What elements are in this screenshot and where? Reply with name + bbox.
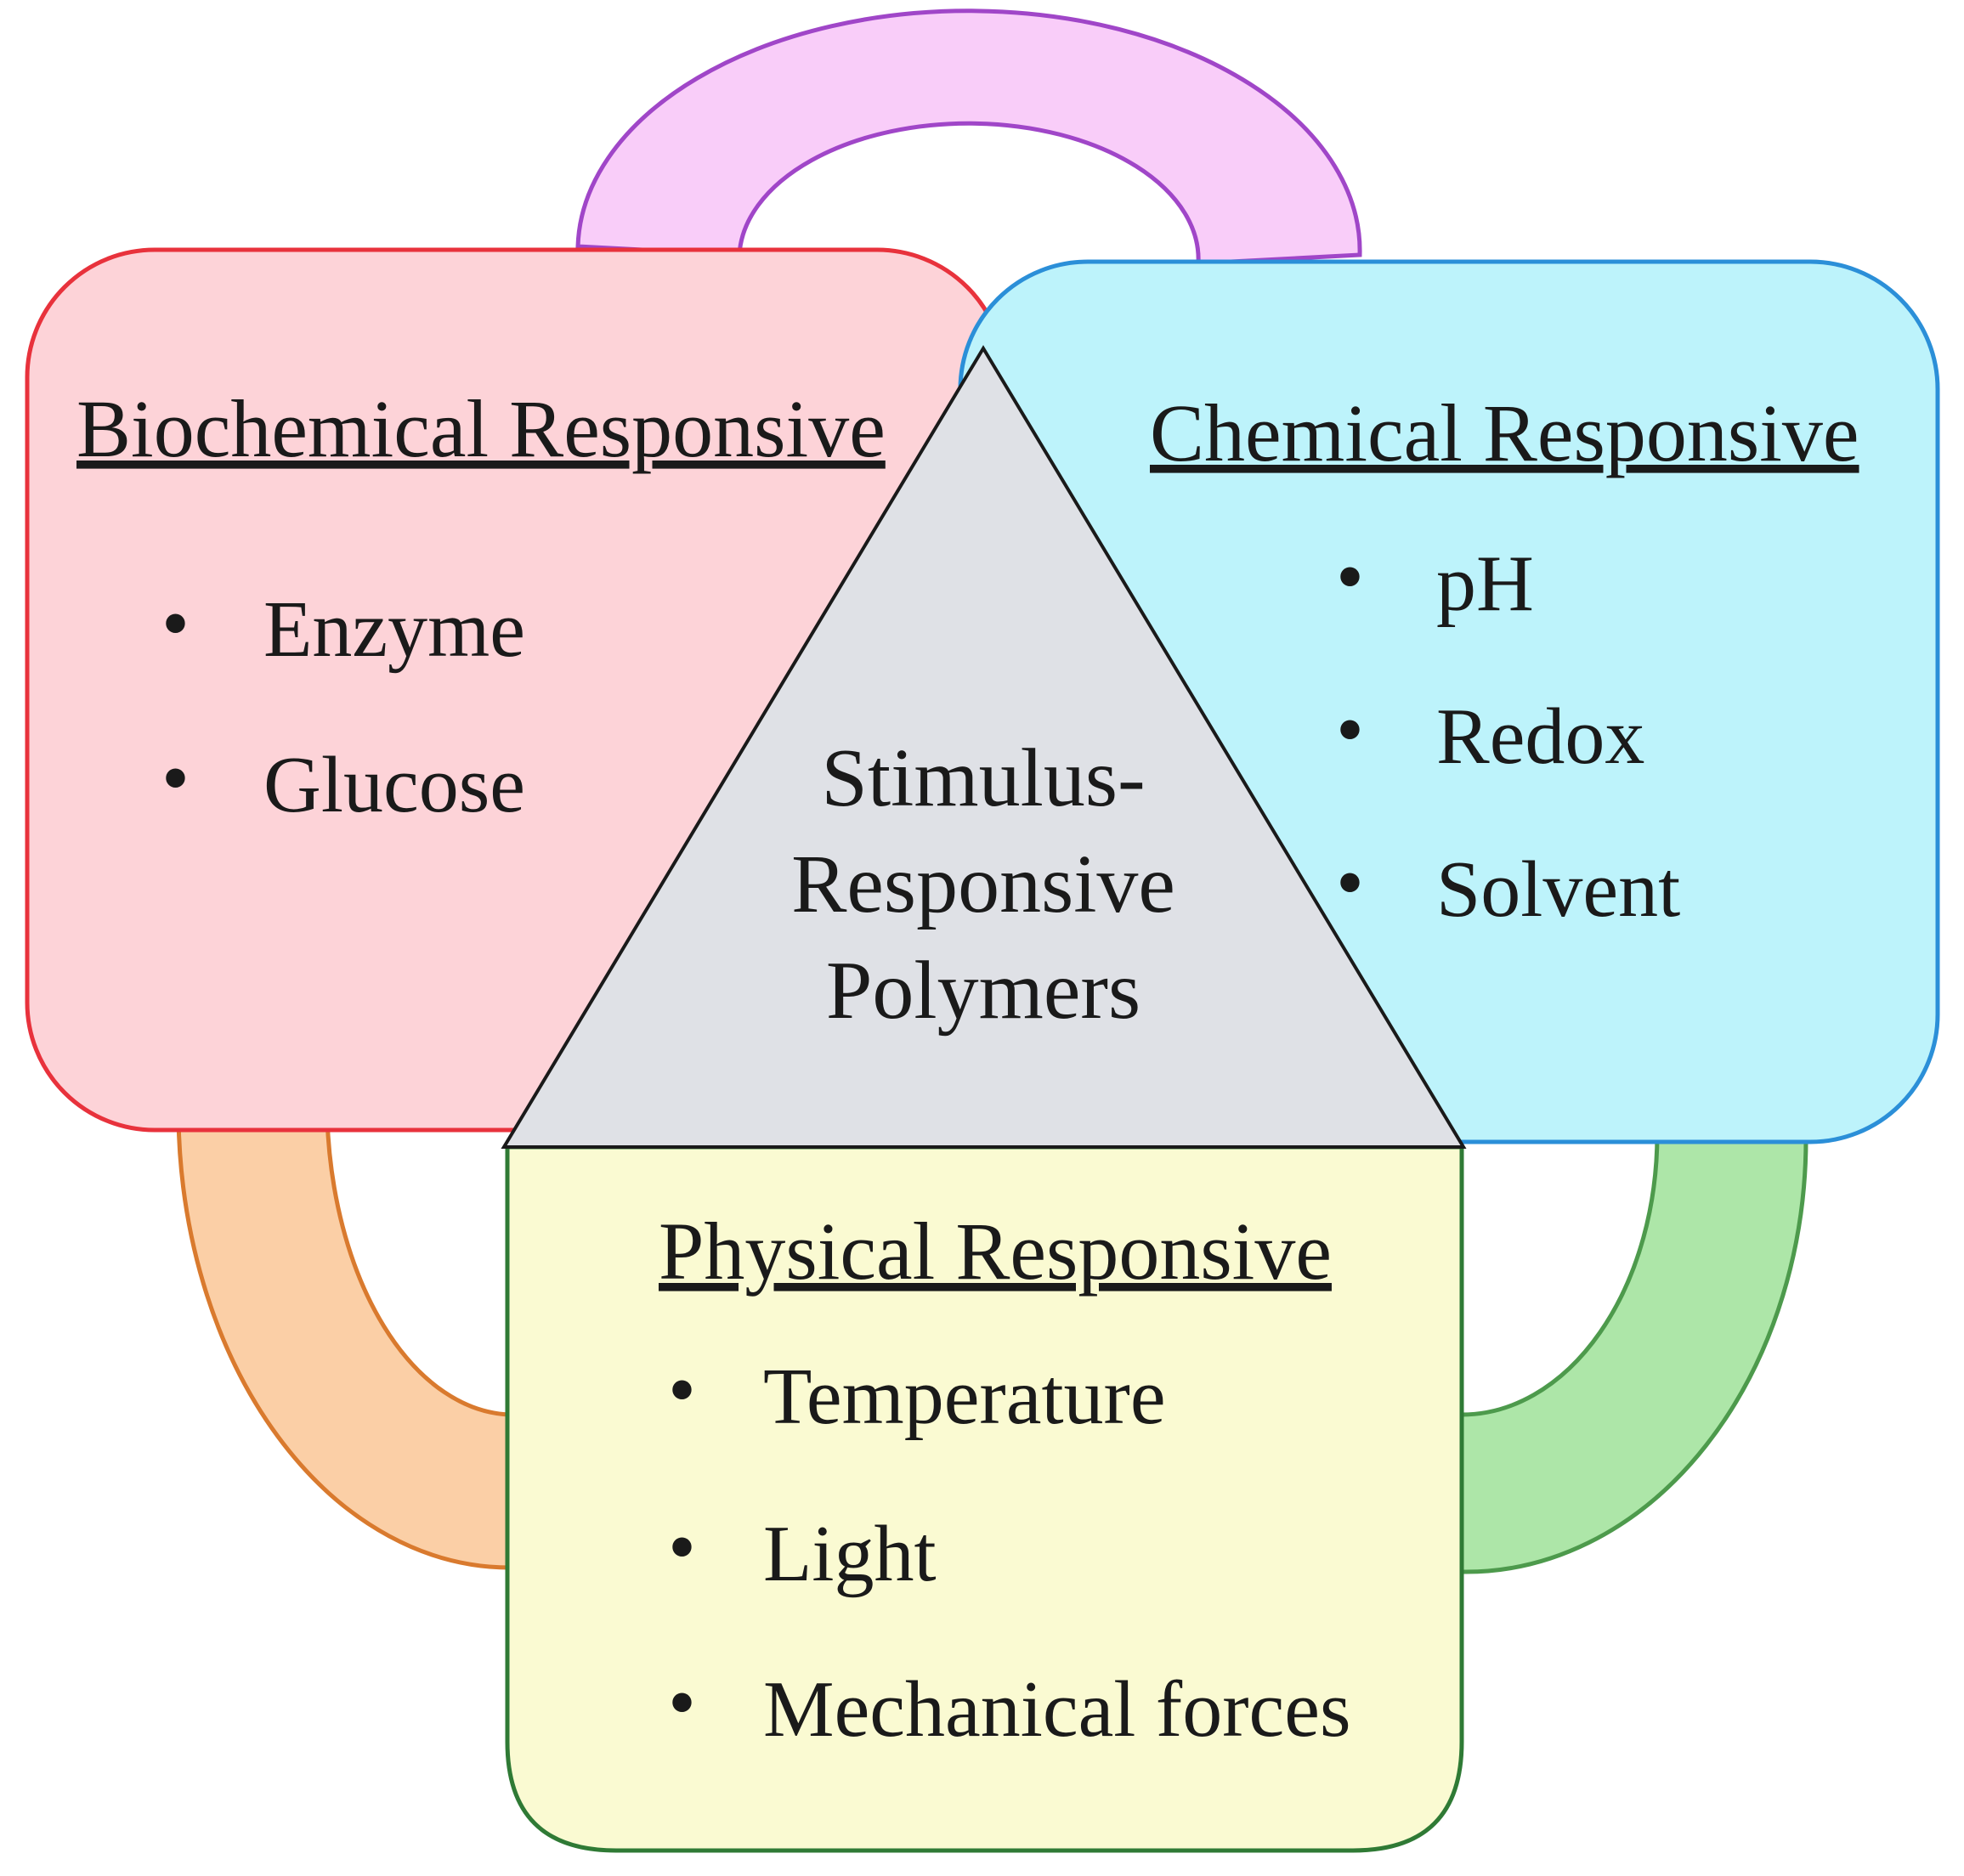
center-title-line3: Polymers: [826, 945, 1140, 1037]
bullet-icon: •: [1336, 686, 1364, 774]
physical-box-bg: [505, 1144, 1464, 1853]
list-item-solvent: Solvent: [1436, 845, 1680, 934]
center-triangle-shape: [501, 345, 1467, 1149]
bullet-icon: •: [1336, 533, 1364, 621]
bullet-icon: •: [161, 579, 190, 668]
bullet-icon: •: [668, 1503, 696, 1591]
list-item-temperature: Temperature: [763, 1353, 1166, 1441]
center-triangle: Stimulus- Responsive Polymers: [501, 345, 1467, 1149]
connector-arc-right: [1459, 1132, 1808, 1574]
bullet-icon: •: [668, 1658, 696, 1747]
list-item-light: Light: [763, 1510, 937, 1598]
center-title-line2: Responsive: [791, 839, 1175, 930]
physical-box: Physical Responsive • Temperature • Ligh…: [505, 1144, 1464, 1853]
bullet-icon: •: [1336, 839, 1364, 927]
chemical-title: Chemical Responsive: [1150, 387, 1859, 478]
list-item-ph: pH: [1436, 540, 1534, 628]
biochemical-title: Biochemical Responsive: [76, 383, 886, 474]
physical-title: Physical Responsive: [659, 1206, 1332, 1297]
connector-arc-top: [575, 8, 1362, 266]
list-item-redox: Redox: [1436, 692, 1644, 781]
list-item-glucose: Glucose: [263, 741, 525, 829]
bullet-icon: •: [161, 734, 190, 822]
center-title-line1: Stimulus-: [821, 732, 1145, 824]
bullet-icon: •: [668, 1346, 696, 1434]
list-item-mechanical-forces: Mechanical forces: [763, 1665, 1351, 1754]
connector-arc-left: [176, 1115, 512, 1570]
list-item-enzyme: Enzyme: [263, 585, 525, 674]
